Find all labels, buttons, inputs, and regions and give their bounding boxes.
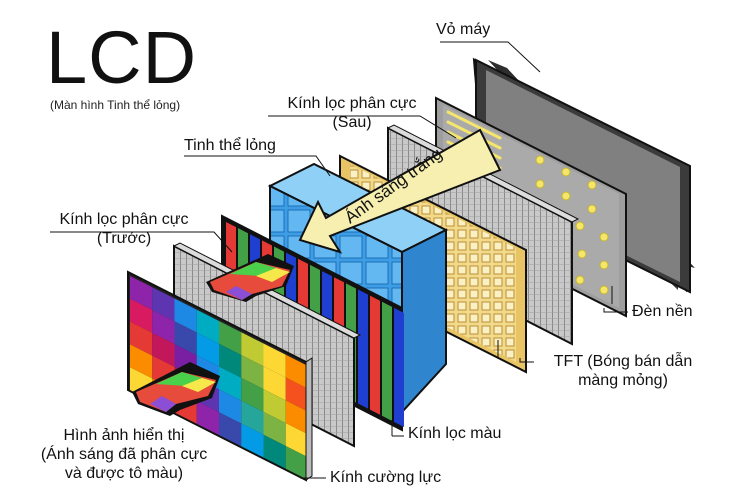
label-display-image-line3: và được tô màu) [64,465,184,482]
display-color-cell [152,310,175,345]
label-tft-line2: màng mỏng) [578,372,668,389]
label-rear-polarizer-line2: (Sau) [332,114,372,131]
rgb-stripe [382,301,392,421]
label-rear-polarizer-line1: Kính lọc phân cực [287,95,417,112]
display-color-cell [241,377,264,412]
display-color-cell [174,321,197,356]
display-color-cell [196,400,219,435]
polarized-color-arrow-icon [206,254,294,302]
display-color-cell [130,276,153,311]
label-color-filter: Kính lọc màu [408,425,502,442]
label-display-image-line1: Hình ảnh hiển thị [63,427,185,444]
display-color-cell [285,445,308,480]
label-backlight: Đèn nền [632,303,693,320]
subtitle: (Màn hình Tinh thể lỏng) [50,98,181,112]
label-display-image: Hình ảnh hiển thị (Ánh sáng đã phân cực … [26,426,222,483]
display-color-cell [263,366,286,401]
display-color-cell [241,423,264,458]
display-color-cell [152,332,175,367]
display-color-cell [196,309,219,344]
display-color-cell [219,366,242,401]
label-cover-glass: Kính cường lực [330,469,442,486]
label-front-polarizer-line1: Kính lọc phân cực [59,211,189,228]
display-color-cell [241,355,264,390]
label-front-polarizer-line2: (Trước) [96,230,152,247]
display-color-cell [285,377,308,412]
display-color-cell [219,389,242,424]
display-color-cell [152,287,175,322]
display-color-cell [130,298,153,333]
rgb-stripe [394,307,404,427]
display-color-cell [241,332,264,367]
rgb-stripe [370,295,380,415]
label-tft-line1: TFT (Bóng bán dẫn [553,353,693,370]
display-color-cell [130,321,153,356]
display-color-cell [285,354,308,389]
leader-lines [50,41,628,479]
display-color-cell [219,321,242,356]
label-rear-polarizer: Kính lọc phân cực (Sau) [262,94,442,132]
title: LCD [46,16,198,99]
display-color-cell [196,332,219,367]
display-color-cell [241,400,264,435]
label-case: Vỏ máy [436,21,491,38]
display-color-cell [263,434,286,469]
led-dot-icon [535,155,609,295]
label-liquid-crystal: Tinh thể lỏng [184,137,276,154]
display-color-cell [285,400,308,435]
rgb-stripe [358,289,368,409]
display-color-cell [263,343,286,378]
display-color-cell [285,423,308,458]
polarized-color-arrow-icon [132,362,220,416]
display-color-cell [263,389,286,424]
display-color-cell [263,411,286,446]
display-color-cell [130,344,153,379]
display-color-cell [219,412,242,447]
display-color-cell [174,298,197,333]
label-front-polarizer: Kính lọc phân cực (Trước) [44,210,204,248]
label-tft: TFT (Bóng bán dẫn màng mỏng) [534,352,712,390]
display-color-cell [219,343,242,378]
label-display-image-line2: (Ánh sáng đã phân cực [40,446,208,463]
